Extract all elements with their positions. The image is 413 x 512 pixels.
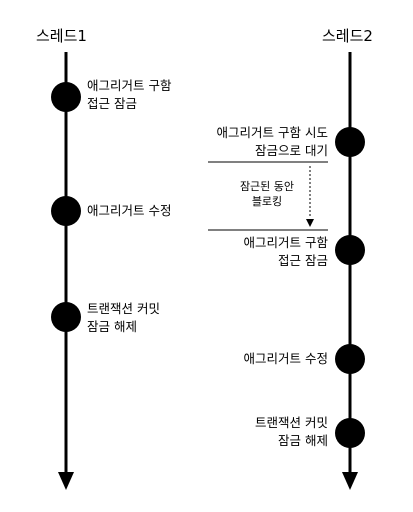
- thread2-event-marker: [335, 127, 365, 157]
- thread1-event-marker: [51, 302, 81, 332]
- thread1-event-label: 애그리거트 구함 접근 잠금: [87, 78, 172, 111]
- thread2-event-label: 애그리거트 구함 접근 잠금: [243, 235, 328, 268]
- thread1-event-label: 애그리거트 수정: [87, 203, 172, 218]
- thread2-event-label: 애그리거트 구함 시도 잠금으로 대기: [216, 125, 328, 158]
- thread2-event-marker: [335, 344, 365, 374]
- thread2-event-marker: [335, 235, 365, 265]
- blocking-note: 잠근된 동안 블로킹: [239, 180, 295, 208]
- thread2-event-label: 애그리거트 수정: [243, 351, 328, 366]
- thread1-event-marker: [51, 196, 81, 226]
- thread2-timeline-arrowhead: [342, 472, 358, 490]
- thread2-event-marker: [335, 418, 365, 448]
- thread2-event-label: 트랜잭션 커밋 잠금 해제: [255, 415, 328, 448]
- thread1-title: 스레드1: [36, 27, 87, 45]
- blocking-arrowhead: [306, 219, 314, 227]
- thread2-title: 스레드2: [322, 27, 373, 45]
- thread1-event-marker: [51, 82, 81, 112]
- thread1-event-label: 트랜잭션 커밋 잠금 해제: [87, 301, 160, 334]
- thread1-timeline-arrowhead: [58, 472, 74, 490]
